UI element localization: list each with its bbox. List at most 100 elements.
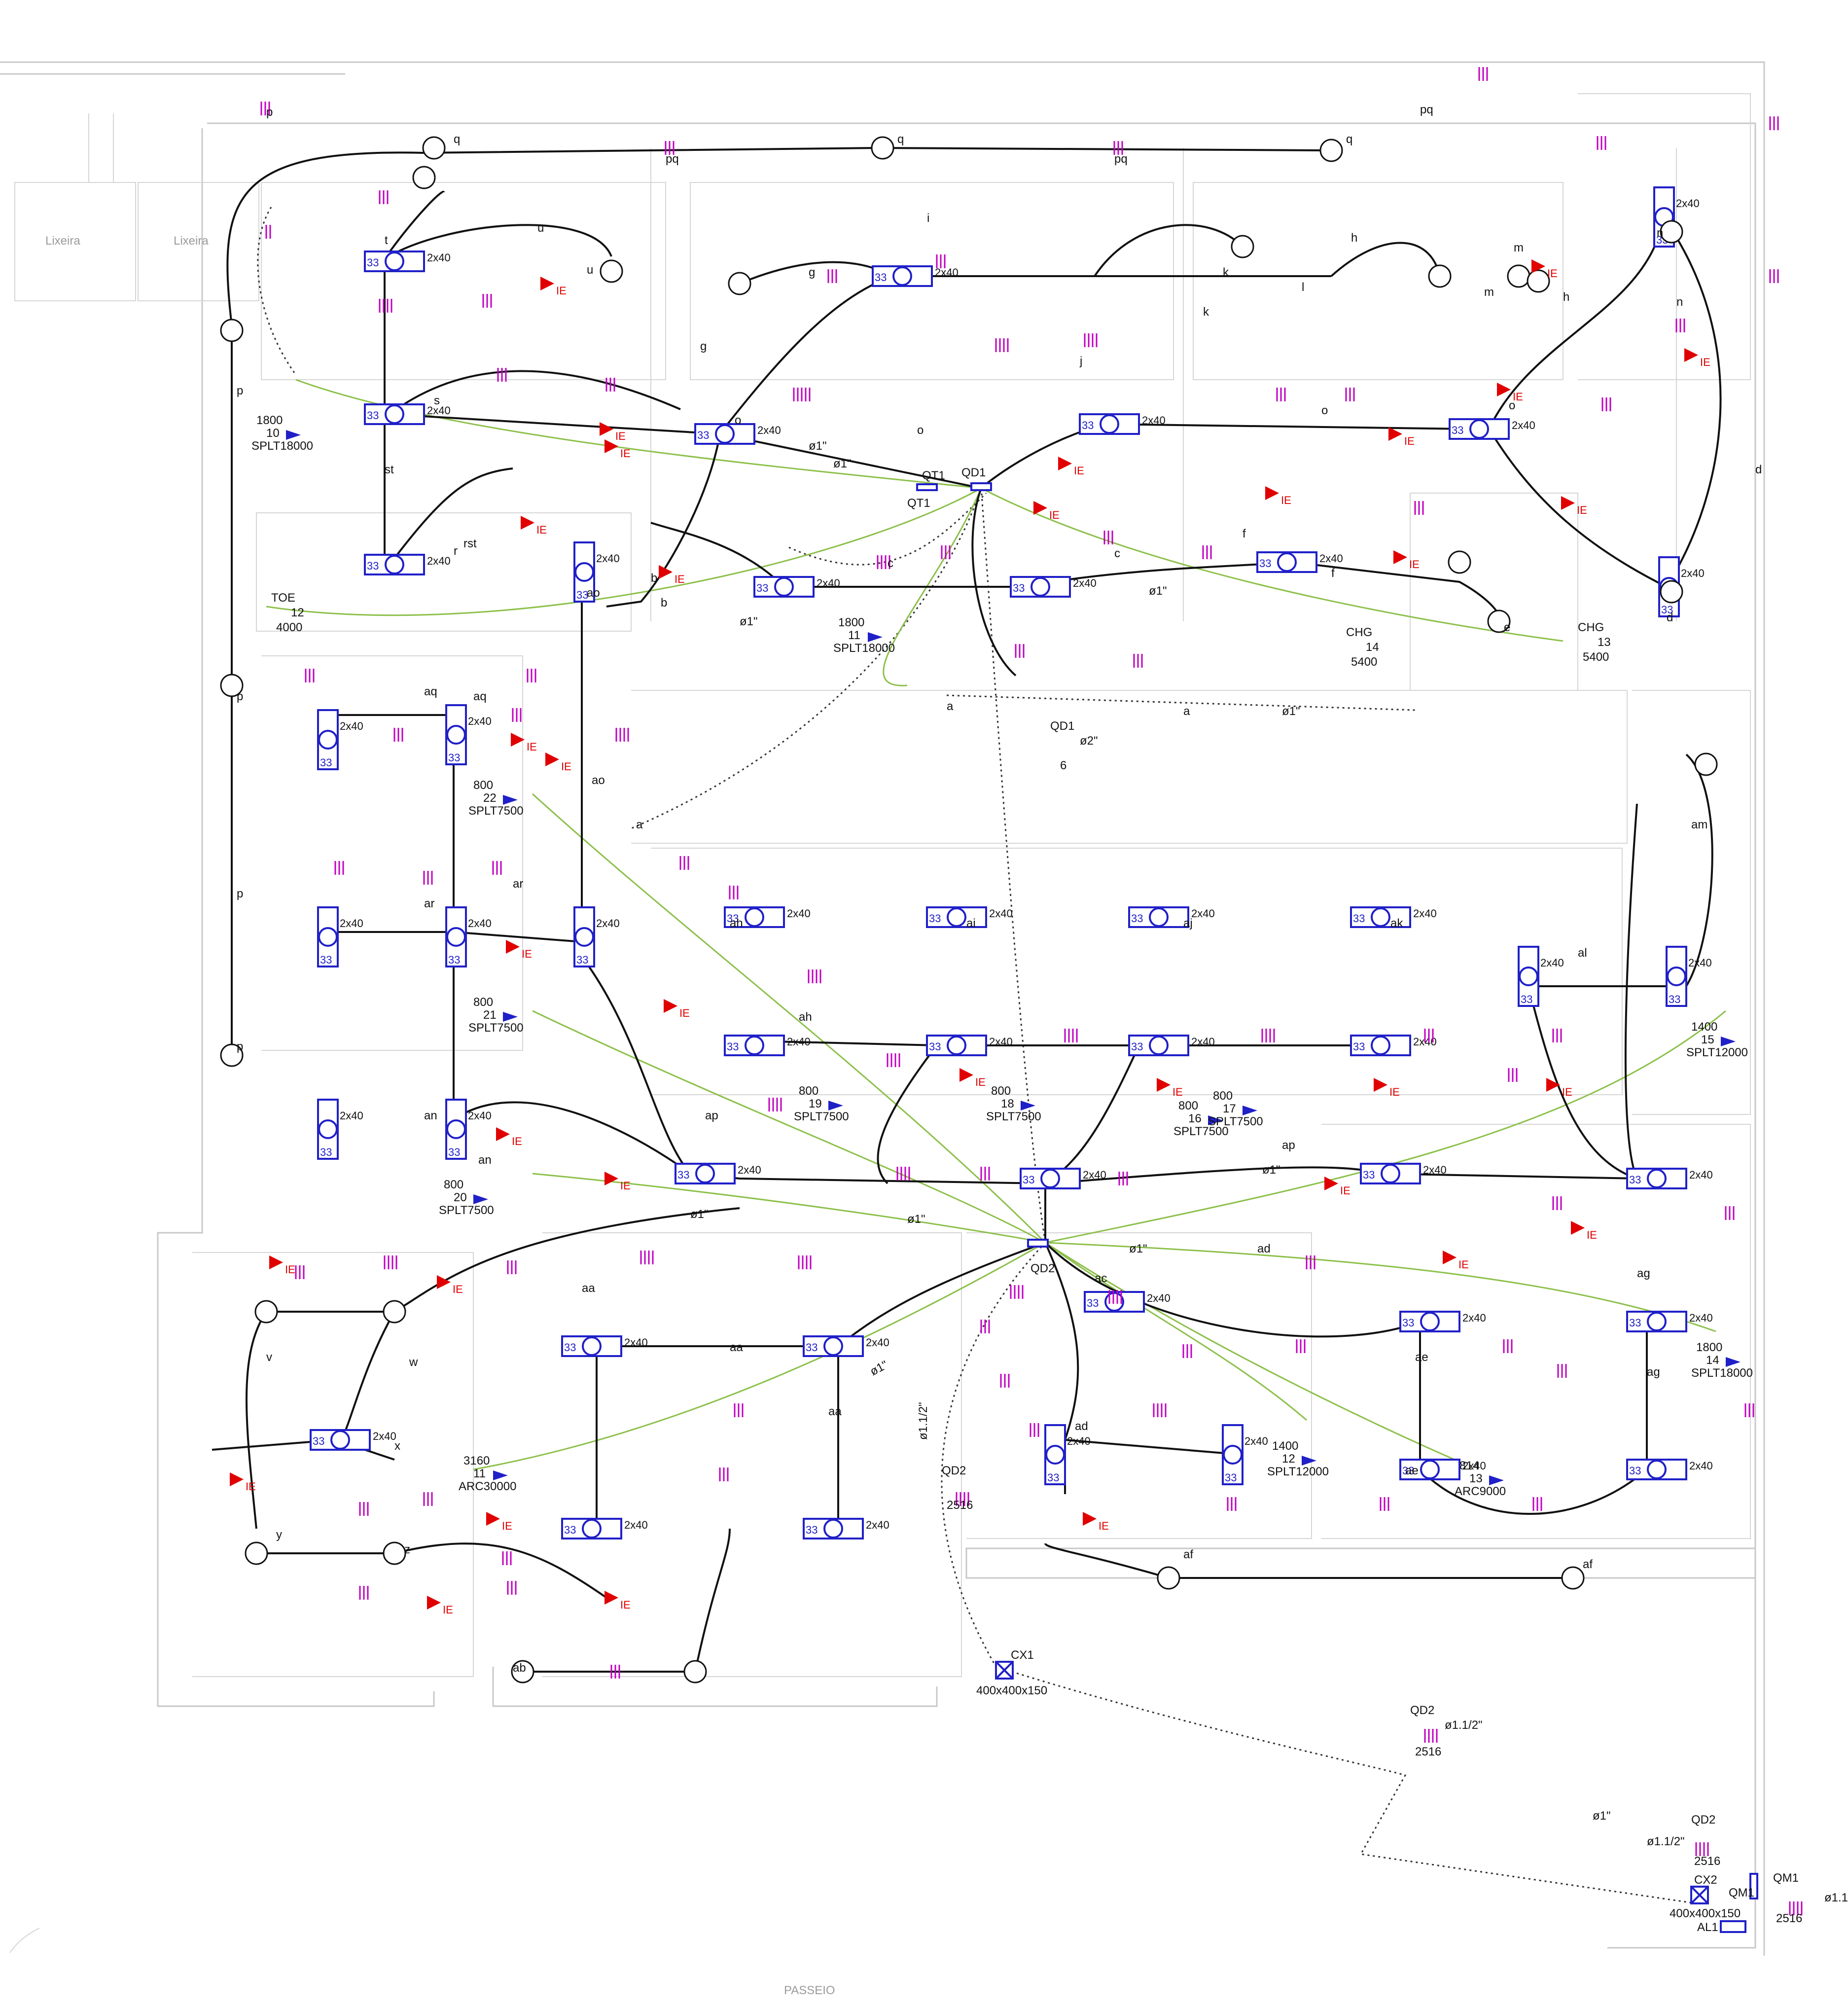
tick-group	[1306, 1255, 1315, 1269]
svg-text:IE: IE	[1458, 1258, 1469, 1271]
ie-marker-25: IE	[1571, 1221, 1597, 1241]
svg-text:IE: IE	[522, 948, 532, 960]
svg-text:2x40: 2x40	[1540, 957, 1564, 969]
lamp-2	[220, 674, 244, 697]
svg-text:SPLT12000: SPLT12000	[1686, 1046, 1748, 1059]
tick-group	[379, 190, 389, 204]
svg-text:IE: IE	[453, 1283, 463, 1295]
svg-text:33: 33	[1013, 582, 1025, 594]
svg-text:SPLT7500: SPLT7500	[1173, 1125, 1229, 1138]
circuit-label-13: u	[537, 221, 544, 235]
circuit-label-7: pq	[1114, 152, 1128, 166]
svg-text:SPLT18000: SPLT18000	[833, 642, 895, 655]
tick-group	[1064, 1029, 1078, 1042]
svg-text:2x40: 2x40	[1462, 1312, 1486, 1324]
tick-group	[482, 294, 492, 308]
svg-text:IE: IE	[502, 1520, 512, 1532]
svg-text:IE: IE	[536, 524, 547, 536]
ie-marker-33: IE	[600, 422, 626, 442]
qd2-feeder-label: QD2	[1410, 1704, 1434, 1717]
svg-text:TOE: TOE	[271, 591, 295, 605]
svg-text:800: 800	[1178, 1099, 1198, 1112]
lamp-18	[1660, 580, 1683, 604]
circuit-label-9: q	[454, 133, 460, 146]
lamp-10	[1231, 235, 1254, 258]
qm1-feed: ø1.1	[1824, 1891, 1848, 1904]
ie-marker-28: IE	[437, 1275, 463, 1295]
conduit-label-10: ø1"	[868, 1358, 890, 1378]
svg-text:2x40: 2x40	[1676, 197, 1700, 210]
tick-group	[502, 1551, 512, 1565]
lamp-14	[1660, 220, 1683, 244]
tick-group	[1503, 1339, 1513, 1353]
tick-group	[1675, 319, 1685, 332]
tick-group	[1532, 1497, 1542, 1511]
tick-group	[1153, 1403, 1167, 1417]
ie-marker-6: IE	[1033, 501, 1060, 521]
circuit-label-70: ad	[1075, 1420, 1088, 1433]
ie-marker-34: IE	[1388, 427, 1415, 447]
svg-text:SPLT7500: SPLT7500	[794, 1110, 849, 1123]
circuit-label-25: k	[1223, 266, 1229, 279]
tick-group	[1108, 1290, 1122, 1304]
ie-marker-19: IE	[960, 1068, 986, 1088]
svg-text:2x40: 2x40	[1191, 907, 1215, 920]
ie-marker-31: IE	[604, 1591, 631, 1611]
svg-text:2x40: 2x40	[1689, 1460, 1713, 1472]
circuit-label-60: ak	[1390, 917, 1403, 930]
ie-marker-10: IE	[1561, 496, 1587, 516]
svg-text:800: 800	[473, 779, 493, 792]
svg-text:IE: IE	[1340, 1184, 1350, 1197]
svg-text:33: 33	[367, 409, 379, 422]
svg-text:33: 33	[576, 589, 588, 601]
lamp-17	[1694, 752, 1718, 776]
circuit-label-43: d	[1755, 463, 1762, 476]
tick-group	[507, 1581, 517, 1595]
tick-group	[384, 1255, 397, 1269]
tick-group	[1261, 1029, 1275, 1042]
qm1-n: 2516	[1776, 1912, 1802, 1925]
tick-group	[423, 871, 433, 885]
conduits	[257, 207, 1697, 1904]
walls	[0, 61, 1765, 1956]
ie-marker-4: IE	[659, 565, 685, 585]
ie-marker-27: IE	[269, 1255, 295, 1276]
svg-text:33: 33	[1047, 1471, 1059, 1484]
tick-group	[527, 669, 536, 682]
lamps	[220, 136, 1718, 1683]
svg-text:IE: IE	[512, 1135, 522, 1147]
luminaire-29: 33 2x40	[1518, 946, 1564, 1007]
tick-group	[1414, 501, 1424, 515]
svg-text:2x40: 2x40	[624, 1519, 648, 1531]
circuit-label-76: ag	[1637, 1267, 1650, 1280]
svg-text:IE: IE	[1404, 435, 1415, 447]
circuit-label-16: st	[385, 463, 394, 476]
svg-text:33: 33	[320, 1146, 332, 1158]
svg-text:33: 33	[1521, 993, 1532, 1005]
svg-text:18: 18	[1001, 1097, 1014, 1110]
cx2-size: 400x400x150	[1670, 1907, 1741, 1920]
circuit-label-11: q	[1346, 133, 1352, 146]
tick-group	[1030, 1423, 1039, 1437]
qd2-label: QD2	[1031, 1262, 1055, 1275]
circuit-label-71: ad	[1257, 1242, 1271, 1255]
circuit-label-38: a	[636, 818, 643, 831]
circuit-label-2: p	[237, 384, 243, 397]
tick-group	[1276, 388, 1286, 401]
svg-text:33: 33	[1131, 1040, 1143, 1053]
svg-text:2x40: 2x40	[1073, 577, 1097, 589]
lamp-5	[871, 136, 894, 160]
cx1-label: CX1	[1011, 1648, 1034, 1662]
svg-text:IE: IE	[527, 741, 537, 753]
svg-text:33: 33	[806, 1524, 817, 1536]
svg-text:IE: IE	[1049, 509, 1060, 521]
svg-text:33: 33	[1087, 1297, 1099, 1309]
circuit-label-35: o	[1509, 399, 1515, 412]
svg-text:1400: 1400	[1272, 1439, 1298, 1453]
